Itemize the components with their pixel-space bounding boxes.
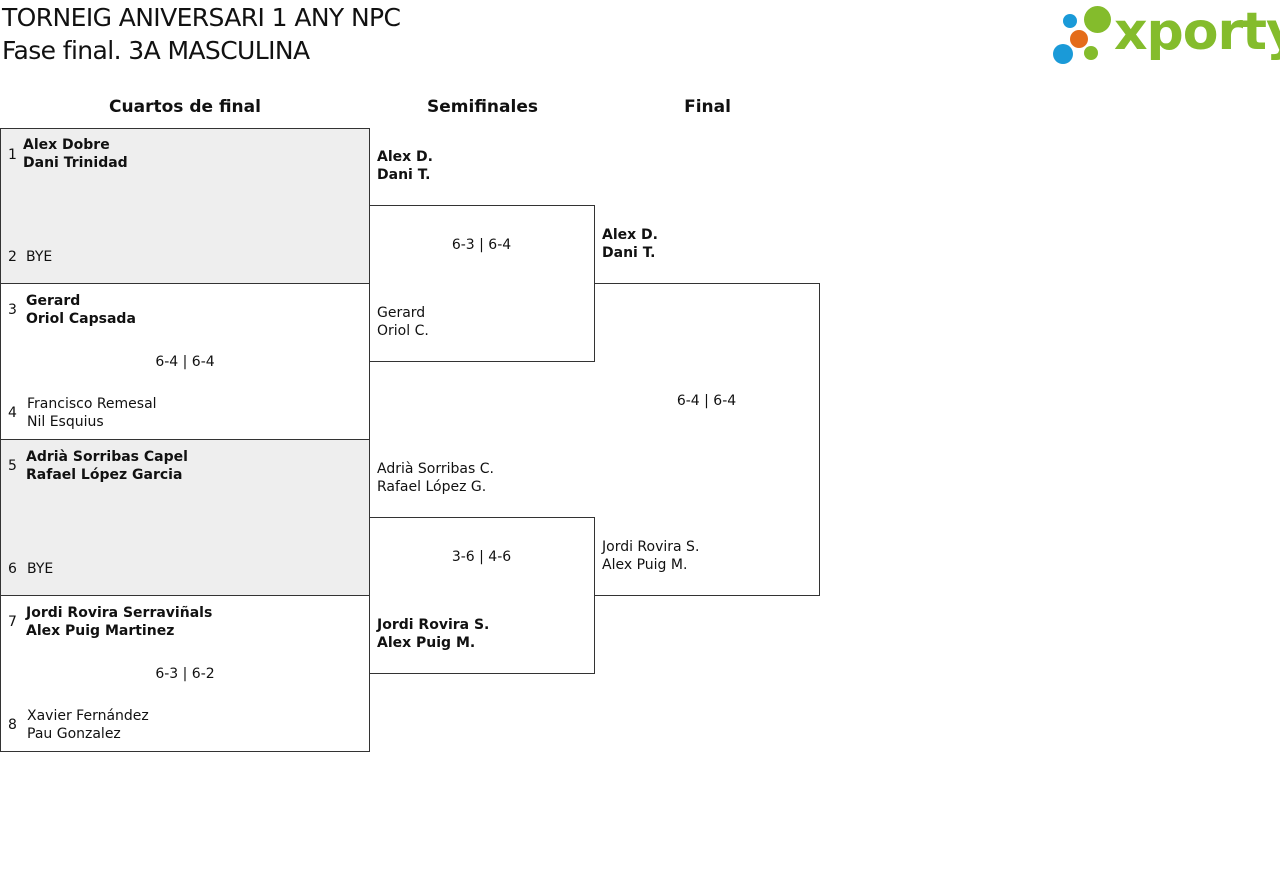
logo-dot-green-small — [1084, 46, 1098, 60]
team-bottom: BYE — [26, 248, 52, 266]
player-name: Gerard — [26, 293, 81, 309]
quarterfinal-match-2: 3 Gerard Oriol Capsada 6-4 | 6-4 4 Franc… — [0, 283, 370, 440]
team-top: Adrià Sorribas Capel Rafael López Garcia — [26, 448, 188, 484]
match-score: 6-4 | 6-4 — [155, 354, 215, 370]
player-name: Oriol Capsada — [26, 311, 136, 327]
logo-dot-green — [1084, 6, 1111, 33]
player-name: Jordi Rovira Serraviñals — [26, 605, 213, 621]
player-name: Adrià Sorribas C. — [377, 461, 494, 477]
round-header-quarterfinals: Cuartos de final — [109, 97, 261, 117]
player-name: Jordi Rovira S. — [602, 539, 700, 555]
seed-number: 1 — [8, 147, 17, 163]
round-header-final: Final — [684, 97, 731, 117]
tournament-title: TORNEIG ANIVERSARI 1 ANY NPC — [2, 3, 401, 32]
phase-subtitle: Fase final. 3A MASCULINA — [2, 36, 310, 65]
team-top: Jordi Rovira Serraviñals Alex Puig Marti… — [26, 604, 212, 640]
round-header-semifinals: Semifinales — [427, 97, 538, 117]
player-name: Francisco Remesal — [27, 396, 157, 412]
semifinal-match-1: 6-3 | 6-4 Gerard Oriol C. — [369, 205, 595, 362]
player-name: Alex Dobre — [23, 137, 110, 153]
logo-dot-blue-large — [1053, 44, 1073, 64]
player-name: Alex Puig Martinez — [26, 623, 175, 639]
player-name: Alex D. — [602, 227, 658, 243]
semifinal-1-team-bottom: Gerard Oriol C. — [377, 304, 429, 340]
logo-wordmark: xporty — [1114, 2, 1280, 62]
semifinal-2-team-bottom: Jordi Rovira S. Alex Puig M. — [377, 616, 489, 652]
seed-number: 6 — [8, 561, 17, 577]
player-name: Adrià Sorribas Capel — [26, 449, 188, 465]
match-score: 6-3 | 6-2 — [155, 666, 215, 682]
player-name: Alex D. — [377, 149, 433, 165]
match-score: 6-4 | 6-4 — [676, 393, 737, 409]
player-name: BYE — [27, 561, 54, 577]
player-name: Oriol C. — [377, 323, 429, 339]
seed-number: 4 — [8, 405, 17, 421]
player-name: Jordi Rovira S. — [377, 617, 490, 633]
team-top: Gerard Oriol Capsada — [26, 292, 136, 328]
seed-number: 8 — [8, 717, 17, 733]
player-name: Nil Esquius — [27, 414, 104, 430]
player-name: BYE — [26, 249, 53, 265]
logo-dot-blue — [1063, 14, 1077, 28]
player-name: Dani T. — [602, 245, 656, 261]
player-name: Gerard — [377, 305, 426, 321]
player-name: Rafael López G. — [377, 479, 487, 495]
player-name: Xavier Fernández — [27, 708, 149, 724]
seed-number: 3 — [8, 302, 17, 318]
team-bottom: Francisco Remesal Nil Esquius — [27, 395, 157, 431]
player-name: Dani T. — [377, 167, 431, 183]
player-name: Alex Puig M. — [602, 557, 688, 573]
seed-number: 5 — [8, 458, 17, 474]
player-name: Rafael López Garcia — [26, 467, 183, 483]
semifinal-2-team-top: Adrià Sorribas C. Rafael López G. — [377, 460, 494, 496]
team-bottom: Xavier Fernández Pau Gonzalez — [27, 707, 149, 743]
player-name: Alex Puig M. — [377, 635, 476, 651]
final-team-top: Alex D. Dani T. — [602, 226, 658, 262]
team-top: Alex Dobre Dani Trinidad — [23, 136, 128, 172]
logo-dot-orange — [1070, 30, 1088, 48]
quarterfinal-match-1: 1 Alex Dobre Dani Trinidad 2 BYE — [0, 128, 370, 284]
player-name: Dani Trinidad — [23, 155, 128, 171]
seed-number: 2 — [8, 249, 17, 265]
quarterfinal-match-3: 5 Adrià Sorribas Capel Rafael López Garc… — [0, 439, 370, 596]
final-match: 6-4 | 6-4 Jordi Rovira S. Alex Puig M. — [594, 283, 820, 596]
semifinal-1-team-top: Alex D. Dani T. — [377, 148, 433, 184]
match-score: 6-3 | 6-4 — [451, 237, 512, 253]
team-bottom: BYE — [27, 560, 53, 578]
xporty-logo: xporty — [1050, 2, 1280, 68]
semifinal-match-2: 3-6 | 4-6 Jordi Rovira S. Alex Puig M. — [369, 517, 595, 674]
match-score: 3-6 | 4-6 — [451, 549, 512, 565]
final-team-bottom: Jordi Rovira S. Alex Puig M. — [602, 538, 699, 574]
quarterfinal-match-4: 7 Jordi Rovira Serraviñals Alex Puig Mar… — [0, 595, 370, 752]
player-name: Pau Gonzalez — [27, 726, 121, 742]
seed-number: 7 — [8, 614, 17, 630]
